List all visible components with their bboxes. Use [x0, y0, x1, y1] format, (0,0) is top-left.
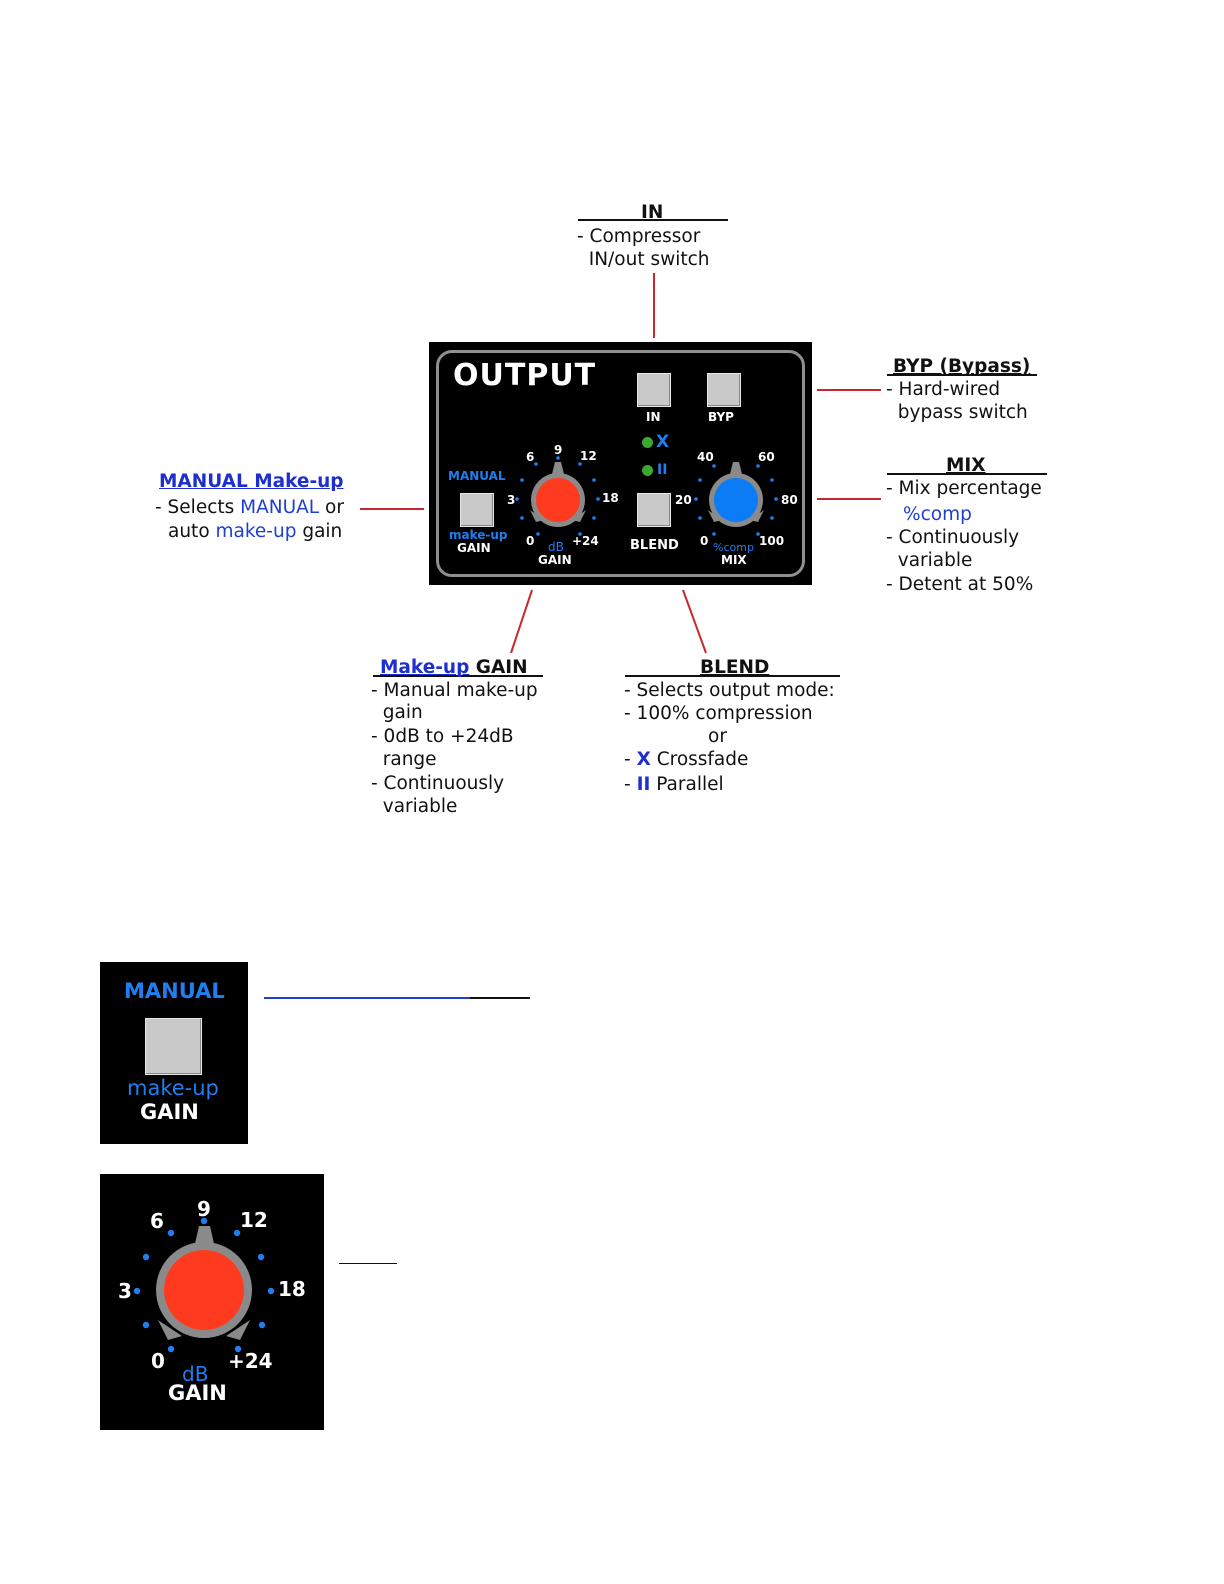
- gain-callout-line-2: gain: [371, 702, 423, 723]
- mix-callout-line-1: - Mix percentage: [886, 478, 1042, 499]
- blend-callout-line-2: - 100% compression: [624, 703, 813, 724]
- gain-knob[interactable]: [508, 442, 608, 542]
- mix-tick-0: 0: [700, 534, 709, 548]
- mix-callout-line-5: - Detent at 50%: [886, 574, 1034, 595]
- blend-button[interactable]: [637, 493, 671, 527]
- byp-title-rule: [887, 374, 1037, 376]
- crossfade-led: [642, 437, 653, 448]
- blend-callout-line-4: - X Crossfade: [624, 749, 749, 770]
- blend-callout-title: BLEND: [700, 657, 770, 678]
- gain-title-rule: [373, 675, 543, 677]
- detail-manual-label: MANUAL: [124, 979, 225, 1003]
- gain-callout-title: Make-up GAIN: [380, 657, 528, 678]
- byp-callout-line-2: bypass switch: [886, 402, 1028, 423]
- crossfade-led-glyph: X: [656, 432, 670, 452]
- manual-callout-line-2: auto make-up gain: [168, 521, 343, 542]
- mix-callout-leader: [817, 498, 881, 500]
- blend-callout-line-5: - II Parallel: [624, 774, 724, 795]
- manual-makeup-button[interactable]: [460, 493, 494, 527]
- mix-tick-80: 80: [781, 493, 798, 507]
- detail-gain-knob[interactable]: [130, 1202, 294, 1362]
- detail-gain-tick-3: 3: [118, 1279, 132, 1303]
- blend-button-label: BLEND: [630, 538, 679, 553]
- byp-callout-title: BYP (Bypass): [893, 356, 1031, 377]
- mix-callout-title: MIX: [946, 455, 986, 476]
- panel-title: OUTPUT: [453, 358, 597, 393]
- mix-callout-line-4: variable: [886, 550, 973, 571]
- mix-title-rule: [887, 473, 1047, 475]
- mix-knob-label: MIX: [721, 553, 747, 567]
- detail-gain-rule: [339, 1263, 397, 1264]
- detail-manual-rule-black: [470, 997, 530, 999]
- gain-callout-leader: [510, 589, 533, 654]
- gain-tick-0: 0: [526, 534, 535, 548]
- blend-callout-line-1: - Selects output mode:: [624, 680, 835, 701]
- gain-tick-6: 6: [526, 450, 535, 464]
- output-panel: OUTPUT IN BYP X II MANUAL make-up GAIN B…: [429, 342, 812, 585]
- mix-callout-line-3: - Continuously: [886, 527, 1020, 548]
- gain-callout-line-1: - Manual make-up: [371, 680, 538, 701]
- gain-callout-line-4: range: [371, 749, 437, 770]
- gain-tick-18: 18: [602, 491, 619, 505]
- byp-callout-leader: [817, 389, 881, 391]
- gain-callout-line-3: - 0dB to +24dB: [371, 726, 514, 747]
- panel-manual-gain-label: GAIN: [457, 541, 491, 555]
- detail-gain-tick-18: 18: [278, 1277, 306, 1301]
- parallel-led: [642, 465, 653, 476]
- detail-gain-label: GAIN: [140, 1100, 199, 1124]
- mix-callout-line-2: %comp: [903, 504, 972, 525]
- mix-tick-20: 20: [675, 493, 692, 507]
- manual-callout-line-1: - Selects MANUAL or: [155, 497, 344, 518]
- gain-unit-label: dB: [548, 540, 564, 554]
- detail-gain-tick-0: 0: [151, 1349, 165, 1373]
- detail-gain-tick-12: 12: [240, 1208, 268, 1232]
- detail-makeup-label: make-up: [127, 1076, 219, 1100]
- lower-leaders: [510, 589, 707, 654]
- byp-button[interactable]: [707, 373, 741, 407]
- in-callout-leader: [653, 273, 655, 338]
- gain-tick-24: +24: [572, 534, 599, 548]
- in-callout-title: IN: [641, 202, 664, 223]
- byp-callout-line-1: - Hard-wired: [886, 379, 1001, 400]
- parallel-led-glyph: II: [657, 462, 668, 478]
- mix-knob[interactable]: [686, 442, 786, 542]
- mix-tick-40: 40: [697, 450, 714, 464]
- in-button-label: IN: [646, 410, 661, 424]
- blend-callout-line-3: or: [708, 726, 727, 747]
- blend-title-rule: [625, 675, 840, 677]
- byp-button-label: BYP: [708, 410, 734, 424]
- detail-manual-button[interactable]: [145, 1018, 202, 1075]
- in-callout-line-2: IN/out switch: [577, 249, 710, 270]
- gain-callout-line-6: variable: [371, 796, 458, 817]
- panel-manual-label: MANUAL: [448, 469, 506, 483]
- manual-callout-title: MANUAL Make-up: [159, 471, 344, 492]
- detail-manual-panel: MANUAL make-up GAIN: [100, 962, 248, 1144]
- panel-makeup-label: make-up: [449, 528, 508, 542]
- gain-tick-3: 3: [507, 493, 516, 507]
- detail-gain-tick-24: +24: [228, 1349, 273, 1373]
- gain-tick-9: 9: [554, 443, 563, 457]
- blend-callout-leader: [682, 589, 707, 654]
- detail-gain-panel: 0 3 6 9 12 18 +24 dB GAIN: [100, 1174, 324, 1430]
- detail-gain-unit: dB: [182, 1362, 209, 1386]
- in-title-rule: [578, 219, 728, 221]
- in-button[interactable]: [637, 373, 671, 407]
- in-callout-line-1: - Compressor: [577, 226, 701, 247]
- detail-gain-tick-9: 9: [197, 1197, 211, 1221]
- mix-tick-100: 100: [759, 534, 785, 548]
- gain-callout-line-5: - Continuously: [371, 773, 505, 794]
- panel-border: [436, 350, 805, 577]
- manual-callout-leader: [360, 508, 424, 510]
- gain-tick-12: 12: [580, 449, 597, 463]
- gain-knob-label: GAIN: [538, 553, 572, 567]
- mix-unit-label: %comp: [713, 541, 754, 554]
- detail-gain-tick-6: 6: [150, 1209, 164, 1233]
- detail-gain-knob-label: GAIN: [168, 1381, 227, 1405]
- detail-manual-rule-blue: [264, 997, 470, 999]
- mix-tick-60: 60: [758, 450, 775, 464]
